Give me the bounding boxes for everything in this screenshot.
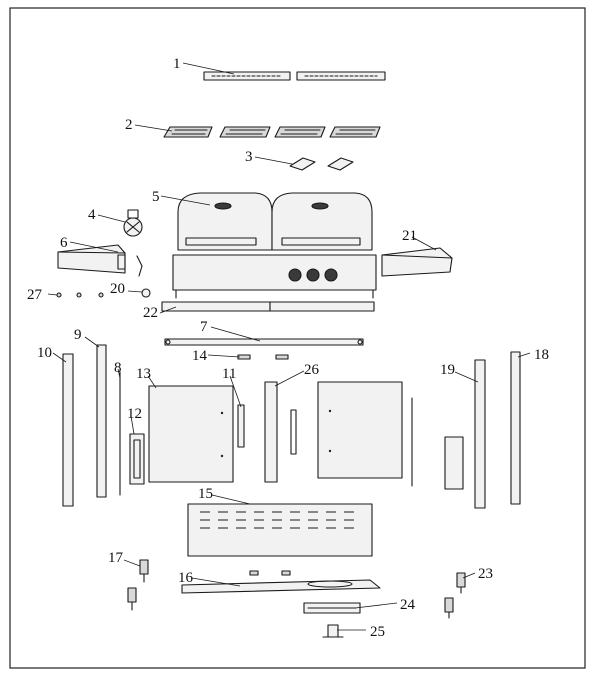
part-grill-body: [172, 192, 377, 299]
callout-23: 23: [478, 566, 493, 582]
part-left-door: [148, 385, 234, 483]
part-center-strip: [290, 409, 297, 455]
part-door-magnet: [237, 404, 245, 448]
callout-8: 8: [114, 360, 122, 376]
callout-3: 3: [245, 149, 253, 165]
part-center-post: [264, 381, 278, 483]
part-tank-bracket: [303, 602, 361, 614]
callout-9: 9: [74, 327, 82, 343]
part-tank-clip: [322, 624, 344, 638]
callout-24: 24: [400, 597, 416, 613]
callout-16: 16: [178, 570, 194, 586]
part-cooking-grates: [163, 126, 381, 138]
part-flame-tamers: [289, 157, 354, 171]
callout-19: 19: [440, 362, 455, 378]
part-screws: [56, 292, 104, 298]
callout-27: 27: [27, 287, 43, 303]
callout-25: 25: [370, 624, 385, 640]
callout-18: 18: [534, 347, 549, 363]
part-left-side-shelf: [57, 244, 143, 277]
callout-1: 1: [173, 56, 181, 72]
callout-7: 7: [200, 319, 208, 335]
callout-14: 14: [192, 348, 208, 364]
callout-6: 6: [60, 235, 68, 251]
leader-lines: [47, 62, 531, 631]
part-right-casters: [444, 572, 466, 619]
part-warming-rack: [203, 71, 386, 81]
part-left-casters: [127, 559, 149, 611]
part-right-front-leg: [474, 359, 486, 509]
part-ignition-module: [123, 209, 143, 237]
part-front-crossbar: [164, 338, 364, 346]
callout-20: 20: [110, 281, 125, 297]
callout-13: 13: [136, 366, 151, 382]
callout-26: 26: [304, 362, 320, 378]
callout-labels: 1 2 3 4 5 6 7 8 9 10 11 12 13 14 15 16 1…: [27, 56, 549, 640]
part-right-door: [317, 381, 403, 479]
callout-4: 4: [88, 207, 96, 223]
part-right-rear-leg: [510, 351, 521, 505]
part-door-handle: [129, 433, 145, 485]
part-grease-trays: [161, 301, 375, 312]
part-back-panel: [187, 503, 373, 557]
callout-2: 2: [125, 117, 133, 133]
callout-21: 21: [402, 228, 417, 244]
callout-10: 10: [37, 345, 52, 361]
diagram-border: [9, 7, 586, 669]
callout-11: 11: [222, 366, 236, 382]
part-left-front-leg: [62, 353, 74, 507]
callout-5: 5: [152, 189, 160, 205]
callout-12: 12: [127, 406, 142, 422]
part-control-knob: [141, 288, 151, 298]
callout-17: 17: [108, 550, 124, 566]
part-right-handle: [444, 436, 464, 490]
callout-15: 15: [198, 486, 213, 502]
part-bottom-shelf: [181, 570, 381, 594]
callout-22: 22: [143, 305, 158, 321]
part-left-rear-leg: [96, 344, 107, 498]
part-right-side-shelf: [381, 247, 453, 277]
